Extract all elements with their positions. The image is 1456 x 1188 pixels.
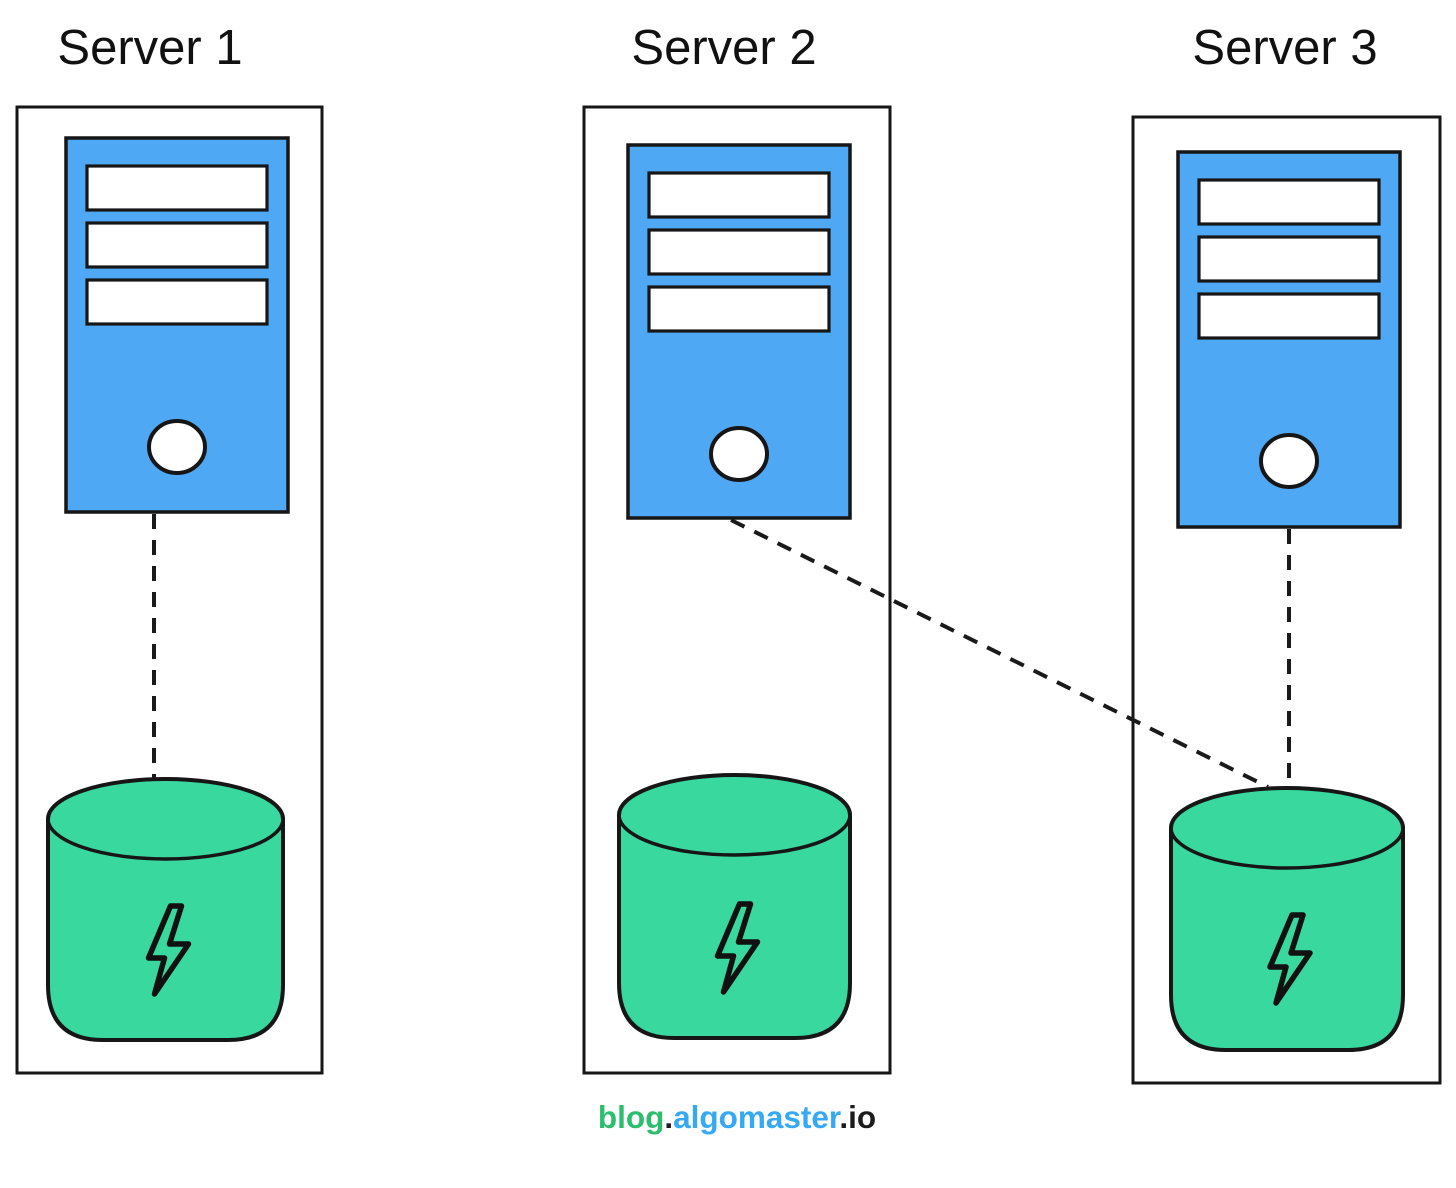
connector-server2-to-cache3 [730,518,1269,789]
tower-slot [85,278,269,326]
server-2-title: Server 2 [631,21,816,75]
power-button-icon [1259,433,1319,489]
cylinder-body [46,777,285,1042]
tower-slot [85,221,269,269]
tower-slot [647,228,831,276]
tower-slot [647,285,831,333]
server-3-title: Server 3 [1192,21,1377,75]
lightning-bolt-icon [1267,912,1313,1006]
footer-logo-dot: . [664,1099,673,1135]
server-tower-icon [64,136,290,514]
footer-logo-io: .io [839,1099,876,1135]
footer-logo-algomaster: algomaster [673,1099,841,1135]
power-button-icon [709,426,769,482]
server-2-panel: Server 2 [582,21,892,1075]
tower-slot [85,164,269,212]
tower-slot [1197,235,1381,283]
cylinder-top-arc [46,818,285,861]
power-button-icon [147,419,207,475]
lightning-bolt-icon [714,901,761,995]
cylinder-top-arc [617,814,852,857]
cylinder-top-arc [1169,827,1405,870]
tower-slot [1197,178,1381,226]
cache-database-icon [46,777,285,1042]
lightning-bolt-icon [145,903,192,997]
server-3-panel: Server 3 [1131,21,1442,1085]
tower-slot [1197,292,1381,340]
server-1-title: Server 1 [57,21,242,75]
cache-database-icon [1169,786,1405,1052]
footer-logo: blog.algomaster.io [598,1099,876,1135]
cache-database-icon [617,773,852,1040]
cylinder-body [617,773,852,1040]
server-tower-icon [626,143,852,520]
tower-slot [647,171,831,219]
server-1-panel: Server 1 [15,21,324,1075]
footer-logo-blog: blog [598,1099,664,1135]
server-tower-icon [1176,150,1402,529]
cylinder-body [1169,786,1405,1052]
